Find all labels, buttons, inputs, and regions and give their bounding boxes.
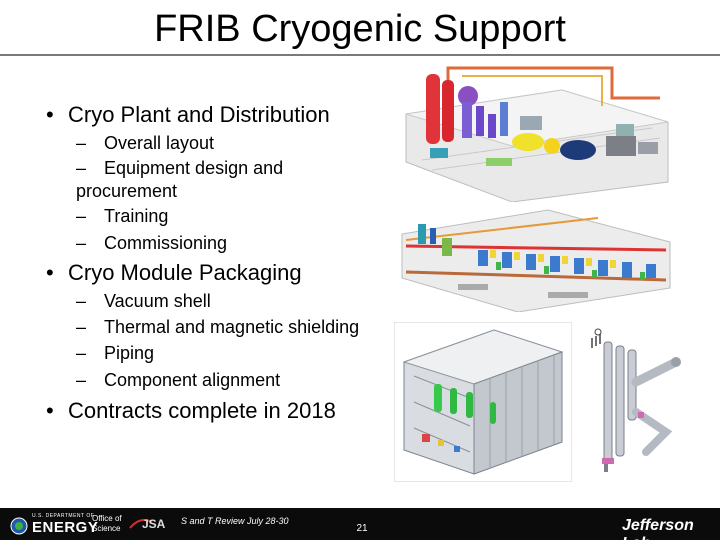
slide-title: FRIB Cryogenic Support — [154, 8, 566, 50]
sub-bullet-text: Overall layout — [104, 133, 215, 153]
footer-bar: U.S. DEPARTMENT OF ENERGY Office of Scie… — [0, 508, 720, 552]
dash-marker: – — [76, 158, 87, 178]
bullet-cryo-module: • Cryo Module Packaging — [46, 260, 302, 286]
sub-bullet: –Piping — [76, 342, 154, 365]
dash-marker: – — [76, 370, 87, 390]
cryomodule-image — [394, 322, 572, 482]
cryo-plant-layout-image — [405, 66, 669, 202]
doe-small-text: U.S. DEPARTMENT OF — [32, 513, 95, 519]
title-underline — [0, 54, 720, 56]
sub-bullet: –Training — [76, 205, 168, 228]
sub-bullet: –Component alignment — [76, 369, 280, 392]
bullet-cryo-plant: • Cryo Plant and Distribution — [46, 102, 330, 128]
bullet-marker: • — [46, 102, 54, 127]
svg-text:JSA: JSA — [142, 517, 166, 531]
bullet-marker: • — [46, 398, 54, 423]
sub-bullet-text: Piping — [104, 343, 155, 363]
sub-bullet-text: Training — [104, 206, 169, 226]
sub-bullet: –Overall layout — [76, 132, 214, 155]
sub-bullet: –Commissioning — [76, 232, 227, 255]
doe-seal-icon — [10, 517, 28, 535]
distribution-line-image — [401, 209, 671, 312]
sub-bullet-text: Component alignment — [104, 370, 281, 390]
sub-bullet-text: Vacuum shell — [104, 291, 211, 311]
office-of-science: Office of Science — [92, 514, 122, 534]
bullet-marker: • — [46, 260, 54, 285]
bullet-text: Contracts complete in 2018 — [68, 398, 336, 423]
dash-marker: – — [76, 206, 87, 226]
sub-bullet-text: Commissioning — [104, 233, 228, 253]
dash-marker: – — [76, 317, 87, 337]
sub-bullet: –Equipment design and procurement — [76, 157, 376, 203]
dash-marker: – — [76, 343, 87, 363]
doe-big-text: ENERGY — [32, 519, 99, 536]
office-line-1: Office of — [92, 514, 122, 523]
office-line-2: Science — [92, 524, 121, 533]
sub-bullet: –Vacuum shell — [76, 290, 211, 313]
jefferson-lab-logo: Jefferson Lab — [622, 517, 694, 552]
sub-bullet-text: Equipment design and procurement — [76, 158, 284, 201]
jsa-logo: JSA — [129, 517, 166, 531]
bullet-text: Cryo Plant and Distribution — [68, 102, 330, 127]
page-number: 21 — [356, 523, 368, 534]
sub-bullet: –Thermal and magnetic shielding — [76, 316, 359, 339]
dash-marker: – — [76, 133, 87, 153]
review-label: S and T Review July 28-30 — [181, 516, 289, 526]
sub-bullet-text: Thermal and magnetic shielding — [104, 317, 360, 337]
bullet-contracts: • Contracts complete in 2018 — [46, 398, 336, 424]
bullet-text: Cryo Module Packaging — [68, 260, 302, 285]
piping-image — [591, 328, 681, 472]
dash-marker: – — [76, 233, 87, 253]
dash-marker: – — [76, 291, 87, 311]
